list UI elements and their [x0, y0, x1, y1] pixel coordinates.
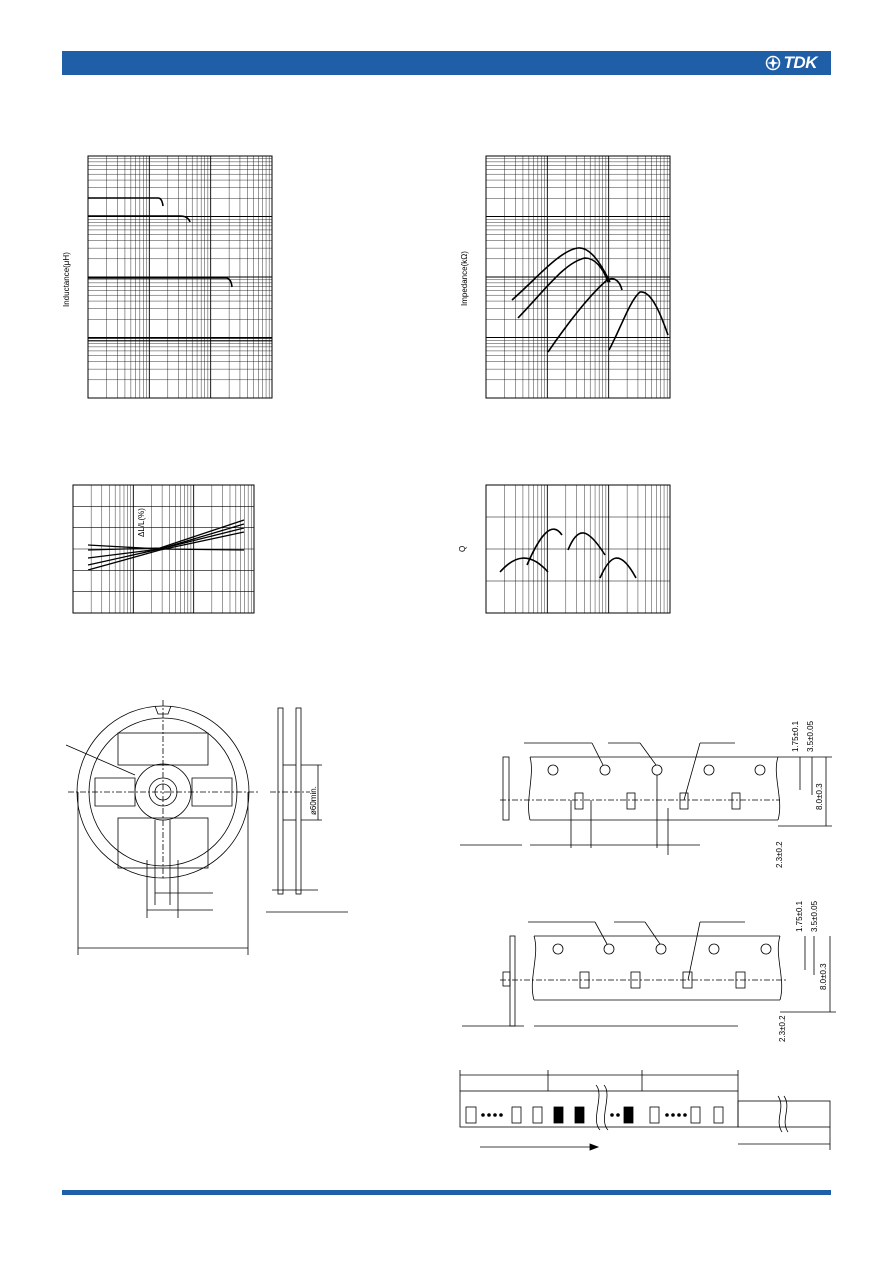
header-bar: TDK [62, 51, 831, 75]
reel-hub-dimension: ø60min. [309, 786, 318, 815]
inductance-axis-label: Inductance(μH) [62, 252, 71, 307]
tdk-emblem-icon [765, 55, 780, 71]
impedance-axis-label: Impedance(kΩ) [460, 251, 469, 306]
logo-text: TDK [783, 53, 818, 72]
q-curves [499, 528, 637, 579]
inductance-curves [88, 197, 272, 342]
tape-drawing-2 [462, 921, 836, 1027]
q-axis-label: Q [458, 545, 467, 552]
tape2-dim-3: 8.0±0.3 [819, 963, 828, 990]
brand-logo: TDK [765, 53, 818, 72]
tape2-dim-4: 2.3±0.2 [778, 1015, 787, 1042]
impedance-chart [485, 155, 671, 399]
dl-curves [87, 519, 245, 571]
tape1-dim-4: 2.3±0.2 [775, 841, 784, 868]
tape-drawing-1 [460, 742, 832, 855]
reel-front-view [65, 700, 258, 955]
reel-side-view [266, 707, 348, 913]
tape1-dim-2: 3.5±0.05 [806, 720, 815, 752]
inductance-chart [87, 155, 273, 399]
footer-bar [62, 1190, 831, 1195]
q-chart [485, 484, 671, 614]
impedance-curves [511, 247, 669, 353]
dl-axis-label: ΔL/L(%) [137, 508, 146, 537]
tape1-dim-1: 1.75±0.1 [791, 720, 800, 752]
tape2-dim-1: 1.75±0.1 [795, 900, 804, 932]
tape2-dim-2: 3.5±0.05 [810, 900, 819, 932]
tape-leader-drawing [459, 1070, 831, 1151]
tape1-dim-3: 8.0±0.3 [815, 783, 824, 810]
